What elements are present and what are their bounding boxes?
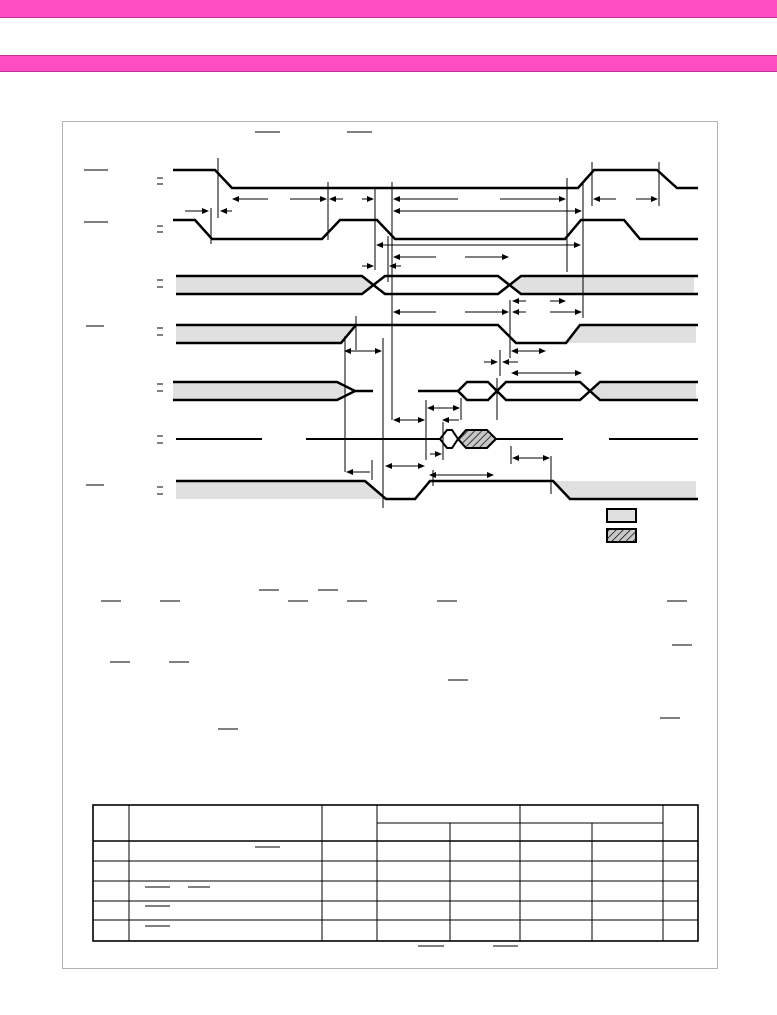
signal-label-marks	[84, 169, 163, 495]
figure-frame	[62, 121, 718, 969]
spec-table	[92, 804, 699, 947]
header-band-section	[0, 55, 777, 72]
signal-1-waveform	[173, 168, 698, 190]
legend	[606, 508, 637, 543]
header-band-top	[0, 0, 777, 18]
signal-4-waveform	[176, 323, 698, 345]
signal-5-waveform	[173, 380, 698, 402]
signal-6-waveform	[176, 429, 698, 449]
legend-swatch-solid	[606, 508, 637, 523]
legend-swatch-hatched	[606, 528, 637, 543]
paragraph-overbars	[101, 589, 692, 730]
signal-2-waveform	[173, 218, 698, 241]
signal-3-waveform	[176, 274, 698, 296]
timing-arrows	[185, 196, 658, 478]
signal-7-waveform	[176, 479, 698, 501]
reference-lines	[210, 158, 660, 508]
